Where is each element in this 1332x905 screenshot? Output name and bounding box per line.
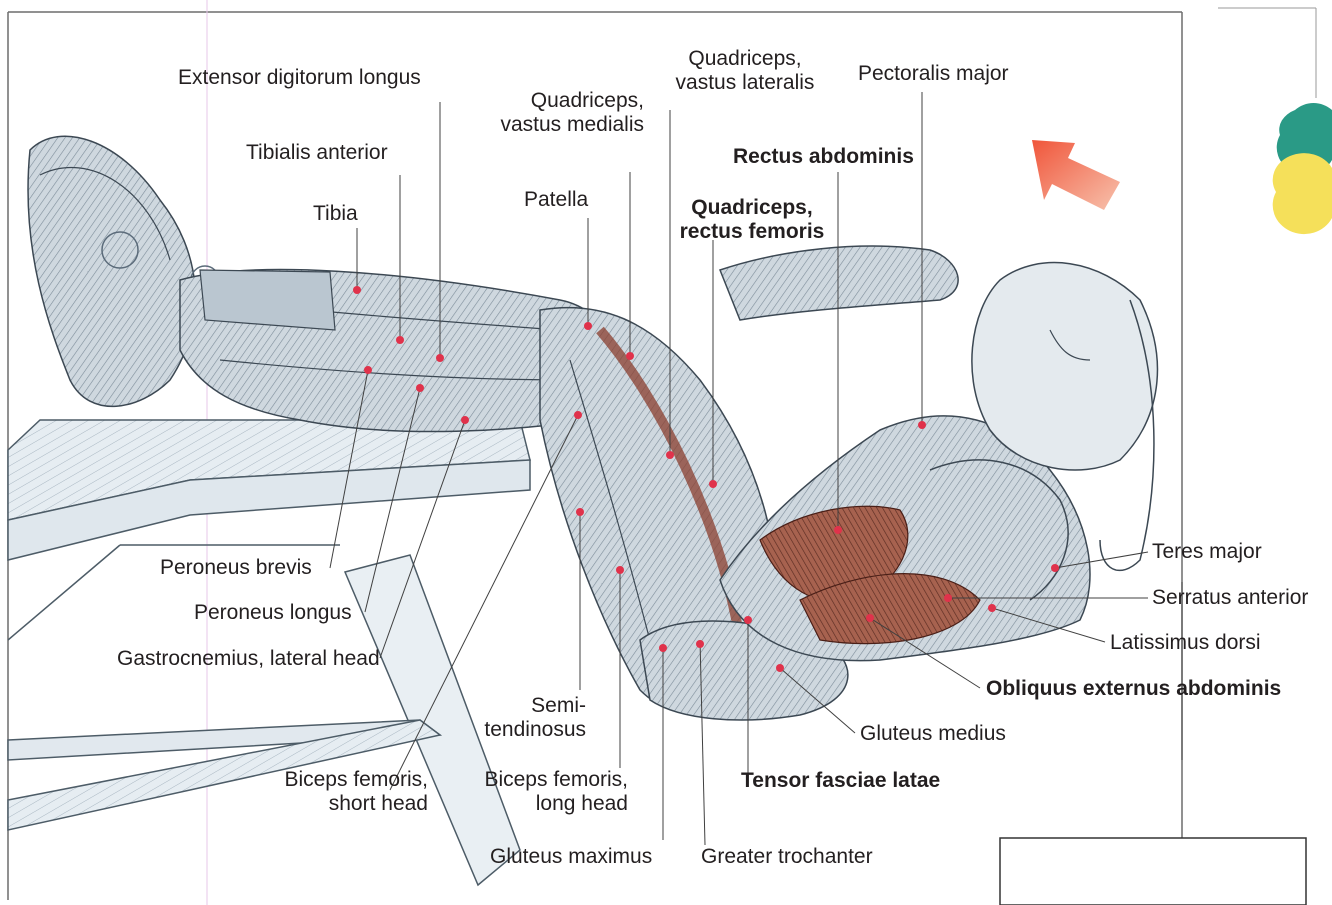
marker-dot [866,614,874,622]
label-peroneus-brevis: Peroneus brevis [160,556,312,580]
label-teres-major: Teres major [1152,540,1262,564]
label-gluteus-maximus: Gluteus maximus [490,845,652,869]
label-tensor-fasciae-latae: Tensor fasciae latae [741,769,940,793]
label-peroneus-longus: Peroneus longus [194,601,352,625]
movement-arrow [1032,140,1120,210]
marker-dot [616,566,624,574]
marker-dot [353,286,361,294]
label-patella: Patella [524,188,588,212]
marker-dot [574,411,582,419]
marker-dot [626,352,634,360]
marker-dot [666,451,674,459]
label-serratus-anterior: Serratus anterior [1152,586,1308,610]
label-quadriceps-vastus-medialis: Quadriceps, vastus medialis [488,89,644,137]
marker-dot [776,664,784,672]
label-extensor-digitorum-longus: Extensor digitorum longus [178,66,421,90]
marker-dot [576,508,584,516]
marker-dot [696,640,704,648]
label-obliquus-externus-abdominis: Obliquus externus abdominis [986,677,1281,701]
label-tibialis-anterior: Tibialis anterior [246,141,388,165]
marker-dot [744,616,752,624]
label-biceps-femoris-short-head: Biceps femoris, short head [262,768,428,816]
marker-dot [944,594,952,602]
label-greater-trochanter: Greater trochanter [701,845,873,869]
marker-dot [416,384,424,392]
marker-dot [396,336,404,344]
marker-dot [584,322,592,330]
label-quadriceps-rectus-femoris: Quadriceps, rectus femoris [666,196,838,244]
marker-dot [436,354,444,362]
marker-dot [659,644,667,652]
label-pectoralis-major: Pectoralis major [858,62,1009,86]
label-semitendinosus: Semi- tendinosus [470,694,586,742]
marker-dot [834,526,842,534]
label-quadriceps-vastus-lateralis: Quadriceps, vastus lateralis [665,47,825,95]
label-gluteus-medius: Gluteus medius [860,722,1006,746]
marker-dot [461,416,469,424]
label-biceps-femoris-long-head: Biceps femoris, long head [462,768,628,816]
marker-dot [918,421,926,429]
marker-dot [364,366,372,374]
color-key [1273,103,1332,234]
marker-dot [1051,564,1059,572]
marker-dot [709,480,717,488]
label-gastrocnemius-lateral-head: Gastrocnemius, lateral head [117,647,380,671]
label-latissimus-dorsi: Latissimus dorsi [1110,631,1261,655]
marker-dot [988,604,996,612]
label-rectus-abdominis: Rectus abdominis [733,145,914,169]
label-tibia: Tibia [313,202,358,226]
